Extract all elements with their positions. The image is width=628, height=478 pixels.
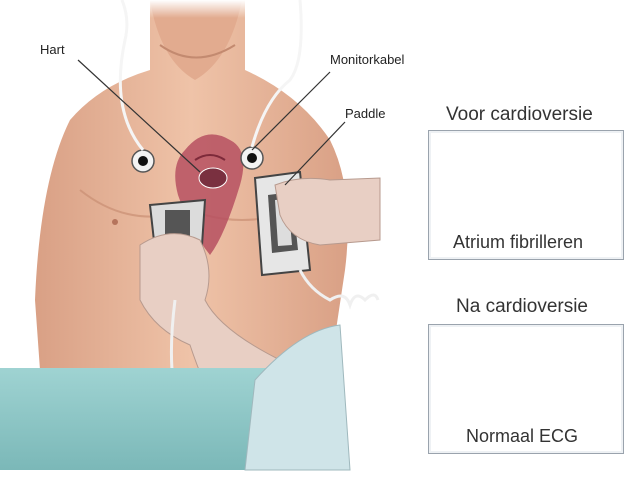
electrode-left bbox=[132, 150, 154, 172]
ecg-after-caption: Normaal ECG bbox=[466, 426, 578, 447]
ecg-after-title: Na cardioversie bbox=[456, 296, 588, 318]
label-monitor-cable: Monitorkabel bbox=[330, 52, 404, 67]
ecg-before-title: Voor cardioversie bbox=[446, 104, 593, 126]
label-paddle: Paddle bbox=[345, 106, 385, 121]
electrode-right bbox=[241, 147, 263, 169]
label-heart: Hart bbox=[40, 42, 65, 57]
ecg-before-caption: Atrium fibrilleren bbox=[453, 232, 583, 253]
